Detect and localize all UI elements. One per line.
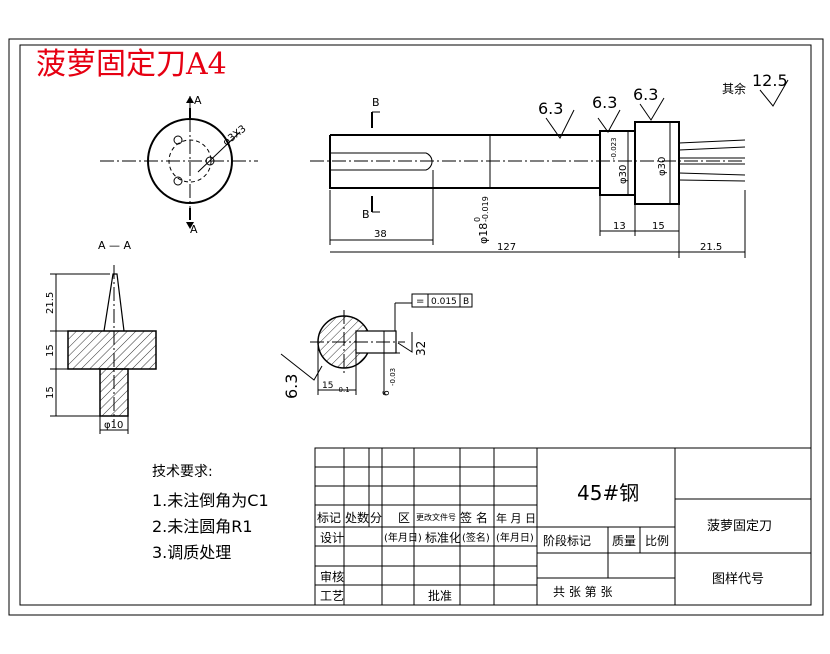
date2: (年月日) bbox=[496, 531, 534, 544]
drawing-title: 菠萝固定刀A4 bbox=[36, 47, 227, 82]
sec-dim-15a: 15 bbox=[45, 344, 56, 357]
hdr-signature: 签 名 bbox=[460, 510, 488, 525]
rest-label: 其余 bbox=[722, 81, 746, 96]
tech-item-3: 3.调质处理 bbox=[152, 543, 231, 562]
date1: (年月日) bbox=[384, 531, 422, 544]
tech-item-1: 1.未注倒角为C1 bbox=[152, 491, 269, 510]
outer-border bbox=[8, 38, 824, 616]
drawing-number-label: 图样代号 bbox=[712, 572, 764, 587]
geo-datum: B bbox=[463, 297, 469, 307]
section-b-bottom: B bbox=[362, 208, 370, 221]
part-name: 菠萝固定刀 bbox=[707, 519, 772, 534]
roughness-3: 6.3 bbox=[633, 85, 658, 104]
title-block: 45#钢 菠萝固定刀 图样代号 标记 处数 分 区 更改文件号 签 名 年 月 … bbox=[314, 447, 812, 606]
sec-dim-dia-10: φ10 bbox=[104, 420, 123, 431]
design-label: 设计 bbox=[320, 531, 344, 545]
dim-21-5: 21.5 bbox=[700, 242, 722, 253]
tech-heading: 技术要求: bbox=[152, 464, 213, 480]
hdr-change-doc: 更改文件号 bbox=[416, 512, 456, 522]
review-label: 审核 bbox=[320, 569, 344, 584]
section-b-top: B bbox=[372, 96, 380, 109]
material: 45#钢 bbox=[577, 481, 639, 505]
dim-dia-30-step: φ30 bbox=[618, 165, 629, 184]
geo-symbol: = bbox=[416, 296, 424, 307]
roughness-1: 6.3 bbox=[538, 99, 563, 118]
key-dim-6-tol: -0.03 bbox=[389, 368, 397, 386]
rest-roughness: 12.5 bbox=[752, 71, 788, 90]
hdr-mark: 标记 bbox=[317, 511, 341, 525]
key-dim-6: 6 bbox=[382, 390, 392, 396]
section-label: A — A bbox=[98, 239, 132, 252]
key-dim-15-tol: -0.1 bbox=[336, 386, 350, 394]
scale-label: 比例 bbox=[645, 534, 669, 548]
sec-dim-21-5: 21.5 bbox=[45, 292, 56, 314]
dim-dia-18: φ18 bbox=[477, 223, 490, 244]
roughness-4: 6.3 bbox=[282, 374, 301, 399]
standardize-label: 标准化 bbox=[425, 531, 461, 545]
hdr-date: 年 月 日 bbox=[496, 511, 536, 525]
dim-127: 127 bbox=[497, 242, 516, 253]
signature-label: (签名) bbox=[462, 531, 490, 544]
end-view: φ3X3 A A bbox=[100, 94, 258, 236]
weight-label: 质量 bbox=[612, 534, 636, 548]
sec-dim-15b: 15 bbox=[45, 386, 56, 399]
dim-15: 15 bbox=[652, 221, 665, 232]
dim-dia-18-tol-up: 0 bbox=[473, 217, 482, 222]
dim-13: 13 bbox=[613, 221, 626, 232]
section-a-a: A — A 21.5 15 15 φ10 bbox=[45, 239, 157, 434]
roughness-2: 6.3 bbox=[592, 93, 617, 112]
section-b-view: = 0.015 B 32 6.3 15 -0.1 6 -0.03 bbox=[280, 293, 473, 399]
tech-requirements: 技术要求: 1.未注倒角为C1 2.未注圆角R1 3.调质处理 bbox=[152, 464, 269, 562]
hole-dim: φ3X3 bbox=[221, 124, 248, 149]
section-a-bottom: A bbox=[190, 223, 198, 236]
geo-value: 0.015 bbox=[431, 297, 457, 307]
sheets-label: 共 张 第 张 bbox=[553, 585, 612, 599]
side-view: B B 38 127 13 15 21.5 φ18 0 -0.019 φ30 -… bbox=[310, 71, 789, 258]
dim-dia-30-step-tol: -0.023 bbox=[610, 137, 618, 160]
process-label: 工艺 bbox=[320, 589, 344, 603]
key-dim-15: 15 bbox=[322, 381, 333, 391]
dim-dia-30: φ30 bbox=[657, 157, 668, 176]
tech-item-2: 2.未注圆角R1 bbox=[152, 517, 253, 536]
dim-38: 38 bbox=[374, 229, 387, 240]
roughness-5: 32 bbox=[414, 341, 428, 356]
approve-label: 批准 bbox=[428, 588, 452, 603]
hdr-zone: 区 bbox=[398, 511, 410, 525]
hdr-part: 分 bbox=[370, 511, 382, 525]
section-a-top: A bbox=[194, 94, 202, 107]
hdr-count: 处数 bbox=[345, 510, 369, 525]
stage-mark: 阶段标记 bbox=[543, 533, 591, 548]
dim-dia-18-tol-low: -0.019 bbox=[481, 196, 490, 222]
